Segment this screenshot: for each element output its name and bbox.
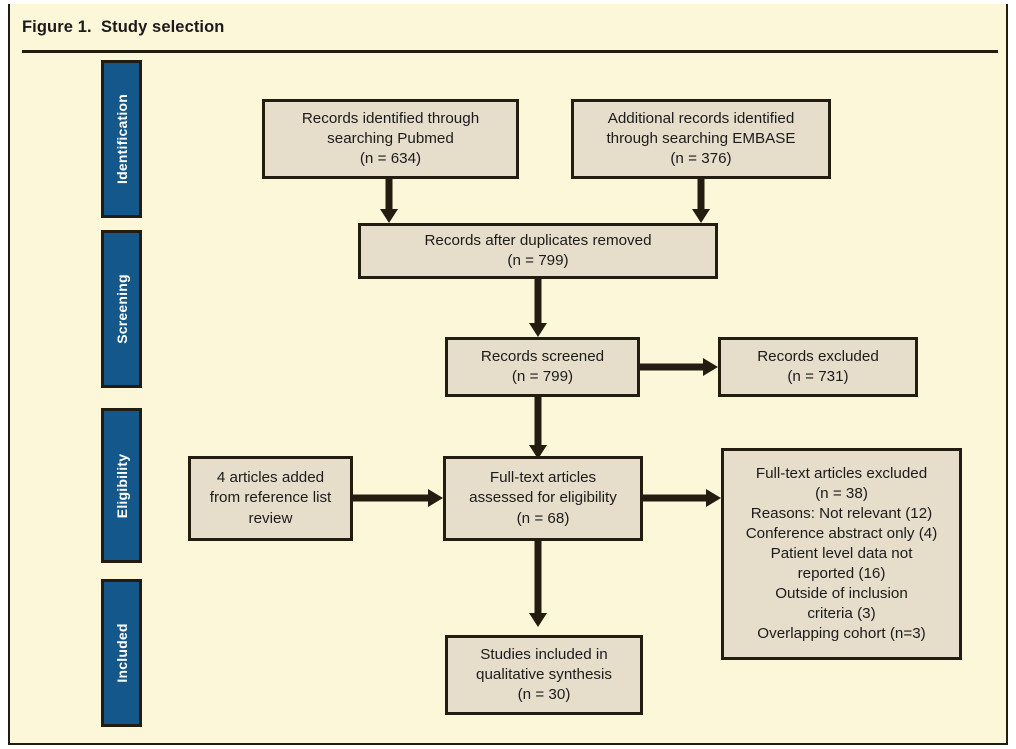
- box-records-screened-text: Records screened (n = 799): [480, 347, 605, 385]
- box-studies-included-qualitative-synthesis-text: Studies included in qualitative synthesi…: [476, 645, 612, 704]
- box-studies-included-qualitative-synthesis: Studies included in qualitative synthesi…: [445, 635, 643, 715]
- stage-included-label: Included: [113, 623, 130, 683]
- box-records-after-duplicates-removed: Records after duplicates removed (n = 79…: [358, 223, 718, 279]
- stage-eligibility-label: Eligibility: [113, 453, 130, 518]
- arrow-head: [692, 209, 710, 223]
- box-records-after-duplicates-removed-text: Records after duplicates removed (n = 79…: [424, 231, 652, 269]
- stage-identification-label: Identification: [113, 94, 130, 184]
- box-fulltext-assessed-eligibility: Full-text articles assessed for eligibil…: [443, 456, 643, 541]
- stage-screening-label: Screening: [113, 274, 130, 344]
- arrow-duplicates-to-screened: [529, 279, 547, 337]
- arrow-fulltext-to-included: [529, 541, 547, 627]
- figure-caption: Figure 1. Study selection: [22, 18, 225, 36]
- arrow-shaft: [534, 541, 542, 614]
- box-fulltext-articles-excluded: Full-text articles excluded (n = 38) Rea…: [721, 448, 962, 660]
- arrow-pubmed-to-duplicates: [380, 179, 398, 223]
- arrow-head: [706, 489, 721, 507]
- arrow-head: [428, 489, 443, 507]
- arrow-shaft: [534, 397, 542, 446]
- arrow-screened-to-excluded: [640, 358, 718, 376]
- box-records-identified-pubmed-text: Records identified through searching Pub…: [301, 109, 480, 168]
- box-records-excluded-text: Records excluded (n = 731): [757, 347, 879, 385]
- arrow-head: [703, 358, 718, 376]
- arrow-fulltext-to-excluded: [643, 489, 721, 507]
- arrow-shaft: [534, 279, 542, 324]
- caption-divider: [22, 50, 998, 53]
- stage-identification: Identification: [101, 60, 142, 218]
- arrow-shaft: [640, 363, 704, 371]
- arrow-head: [529, 445, 547, 459]
- arrow-screened-to-fulltext: [529, 397, 547, 459]
- stage-eligibility: Eligibility: [101, 408, 142, 563]
- box-fulltext-articles-excluded-text: Full-text articles excluded (n = 38) Rea…: [745, 464, 938, 643]
- box-articles-from-reference-list: 4 articles added from reference list rev…: [188, 456, 353, 541]
- box-records-identified-pubmed: Records identified through searching Pub…: [262, 99, 519, 179]
- arrow-head: [529, 323, 547, 337]
- stage-included: Included: [101, 579, 142, 727]
- arrow-shaft: [643, 494, 707, 502]
- arrow-head: [529, 613, 547, 627]
- figure-frame: Figure 1. Study selection Identification…: [8, 4, 1008, 745]
- box-records-excluded: Records excluded (n = 731): [718, 337, 918, 397]
- arrow-head: [380, 209, 398, 223]
- stage-screening: Screening: [101, 230, 142, 388]
- arrow-shaft: [385, 179, 393, 210]
- arrow-shaft: [697, 179, 705, 210]
- box-additional-records-embase-text: Additional records identified through se…: [606, 109, 796, 168]
- arrow-embase-to-duplicates: [692, 179, 710, 223]
- arrow-shaft: [353, 494, 429, 502]
- arrow-reference-list-to-fulltext: [353, 489, 443, 507]
- box-articles-from-reference-list-text: 4 articles added from reference list rev…: [209, 469, 332, 527]
- box-fulltext-assessed-eligibility-text: Full-text articles assessed for eligibil…: [469, 469, 617, 527]
- box-records-screened: Records screened (n = 799): [445, 337, 640, 397]
- box-additional-records-embase: Additional records identified through se…: [571, 99, 831, 179]
